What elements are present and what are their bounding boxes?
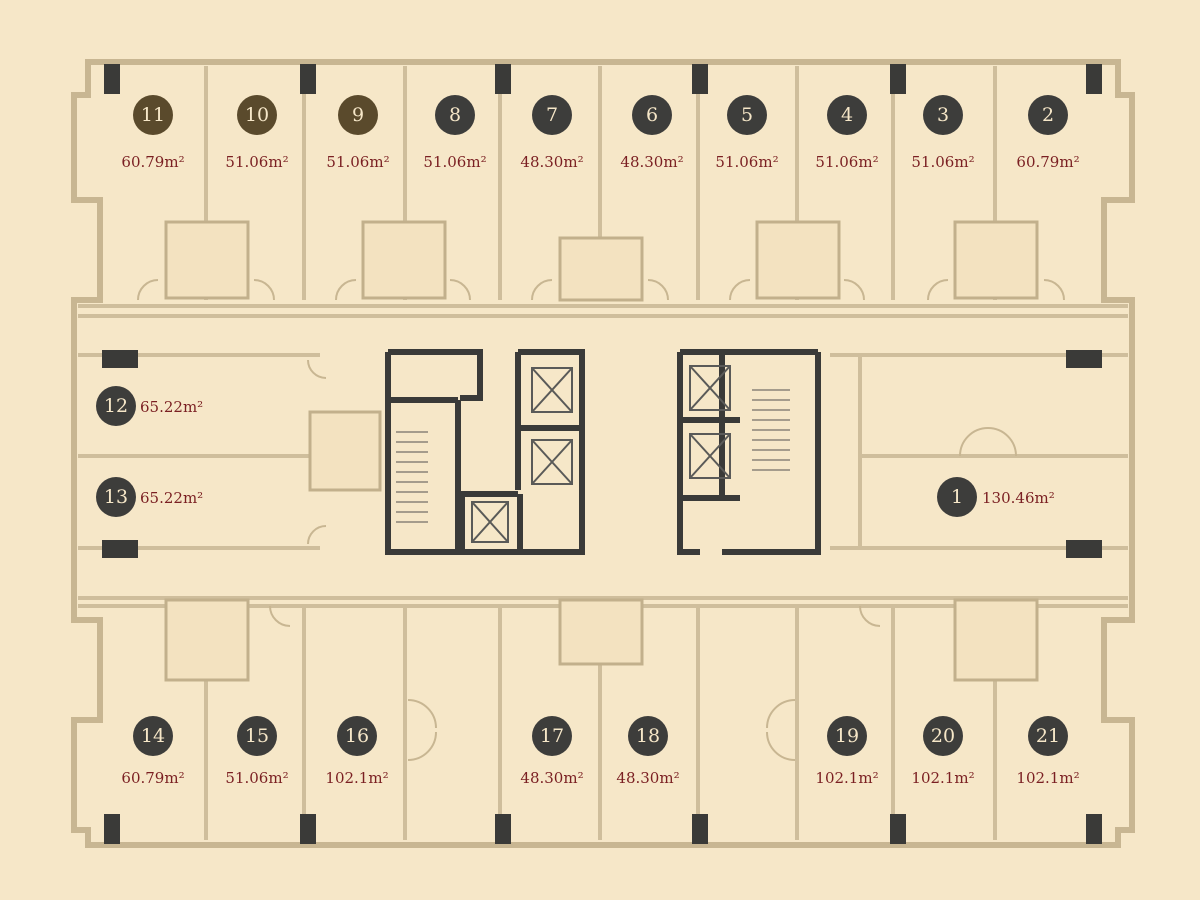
- unit-area: 102.1m²: [1016, 769, 1079, 787]
- unit-badge: [237, 716, 277, 756]
- unit-number: 2: [1042, 104, 1054, 126]
- unit-badge: [96, 386, 136, 426]
- door-swings: [137, 279, 1065, 761]
- stairs: [396, 389, 790, 523]
- unit-number: 8: [449, 104, 461, 126]
- unit-badge: [937, 477, 977, 517]
- unit-area: 48.30m²: [616, 769, 679, 787]
- unit-badge: [827, 95, 867, 135]
- central-core: [385, 349, 821, 555]
- unit-number: 9: [352, 104, 364, 126]
- unit-area: 51.06m²: [911, 153, 974, 171]
- unit-area: 51.06m²: [815, 153, 878, 171]
- unit-number: 17: [540, 725, 564, 747]
- unit-area: 65.22m²: [140, 489, 203, 507]
- bathroom-blocks: [164, 220, 1039, 682]
- elevators: [471, 365, 731, 543]
- unit-number: 3: [937, 104, 949, 126]
- unit-badge: [727, 95, 767, 135]
- unit-badge: [237, 95, 277, 135]
- unit-badge: [632, 95, 672, 135]
- unit-number: 6: [646, 104, 658, 126]
- interior-walls: [78, 66, 1128, 840]
- unit-number: 18: [636, 725, 660, 747]
- unit-area: 102.1m²: [815, 769, 878, 787]
- unit-badge: [133, 716, 173, 756]
- unit-number: 15: [245, 725, 269, 747]
- unit-number: 10: [245, 104, 269, 126]
- unit-area: 102.1m²: [911, 769, 974, 787]
- unit-area: 48.30m²: [620, 153, 683, 171]
- unit-badge: [532, 716, 572, 756]
- unit-area: 102.1m²: [325, 769, 388, 787]
- unit-area: 60.79m²: [121, 769, 184, 787]
- unit-badge: [337, 716, 377, 756]
- unit-number: 21: [1036, 725, 1060, 747]
- unit-number: 13: [104, 486, 128, 508]
- unit-area: 51.06m²: [423, 153, 486, 171]
- unit-number: 12: [104, 395, 128, 417]
- unit-number: 16: [345, 725, 369, 747]
- unit-badge: [923, 716, 963, 756]
- unit-area: 65.22m²: [140, 398, 203, 416]
- unit-badge: [1028, 95, 1068, 135]
- outer-walls: [71, 59, 1135, 848]
- unit-area: 51.06m²: [715, 153, 778, 171]
- unit-area: 130.46m²: [982, 489, 1055, 507]
- unit-badge: [1028, 716, 1068, 756]
- unit-area: 48.30m²: [520, 769, 583, 787]
- unit-number: 4: [841, 104, 853, 126]
- unit-number: 5: [741, 104, 753, 126]
- unit-badge: [628, 716, 668, 756]
- unit-number: 20: [931, 725, 955, 747]
- unit-labels: 1 130.46m² 2 60.79m² 3 51.06m² 4 51.06m² 5 51.06m…: [96, 95, 1080, 787]
- unit-area: 51.06m²: [326, 153, 389, 171]
- unit-badge: [96, 477, 136, 517]
- unit-area: 51.06m²: [225, 769, 288, 787]
- unit-number: 11: [141, 104, 165, 126]
- unit-badge: [133, 95, 173, 135]
- unit-area: 51.06m²: [225, 153, 288, 171]
- unit-number: 1: [951, 486, 963, 508]
- unit-badge: [435, 95, 475, 135]
- unit-number: 14: [141, 725, 165, 747]
- unit-badge: [338, 95, 378, 135]
- unit-badge: [827, 716, 867, 756]
- unit-area: 60.79m²: [121, 153, 184, 171]
- unit-area: 48.30m²: [520, 153, 583, 171]
- structural-pillars: [102, 64, 1102, 844]
- unit-area: 60.79m²: [1016, 153, 1079, 171]
- unit-number: 7: [546, 104, 558, 126]
- unit-number: 19: [835, 725, 859, 747]
- unit-badge: [923, 95, 963, 135]
- unit-badge: [532, 95, 572, 135]
